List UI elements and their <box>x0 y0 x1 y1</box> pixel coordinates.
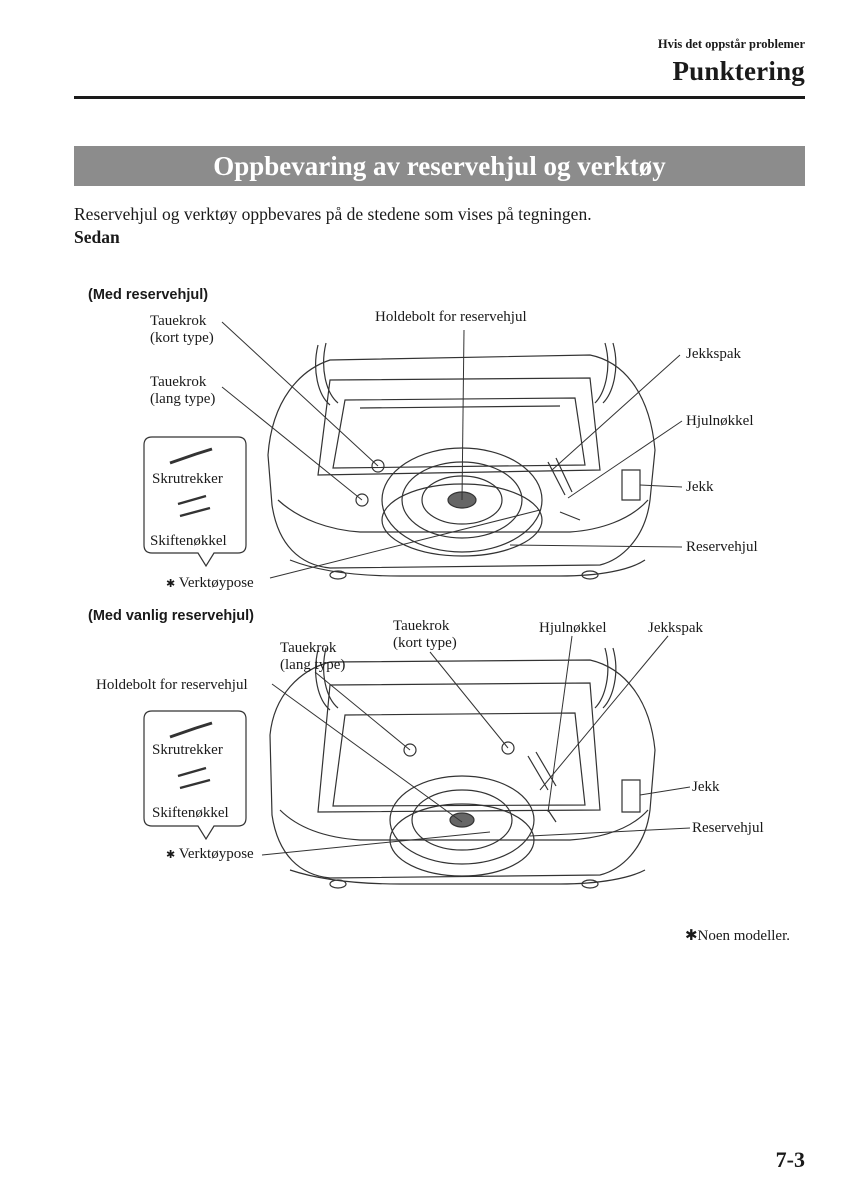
car-trunk-figure-2 <box>269 647 656 889</box>
chapter-title: Hvis det oppstår problemer <box>657 37 805 51</box>
tool-callout-figure-1 <box>143 436 247 568</box>
label-reservehjul-2: Reservehjul <box>692 820 764 836</box>
label-tauekrok-lang: Tauekrok (lang type) <box>150 374 216 407</box>
label-hjulnokkel-2: Hjulnøkkel <box>539 620 607 636</box>
footnote: ✱Noen modeller. <box>684 928 790 944</box>
label-holdebolt: Holdebolt for reservehjul <box>375 309 527 325</box>
header-rule <box>74 96 805 99</box>
leader-lines-figure-1 <box>221 321 683 579</box>
sedan-subheading: Sedan <box>74 227 120 247</box>
label-tauekrok-kort: Tauekrok (kort type) <box>150 313 214 346</box>
label-jekk-2: Jekk <box>692 779 720 795</box>
label-skrutrekker: Skrutrekker <box>152 471 223 487</box>
label-verktoypose-2: ✱ Verktøypose <box>166 846 254 862</box>
label-jekk: Jekk <box>686 479 714 495</box>
label-skiftenokkel: Skiftenøkkel <box>150 533 227 549</box>
page-number: 7-3 <box>775 1147 805 1172</box>
label-tauekrok-lang-2: Tauekrok (lang type) <box>280 640 346 673</box>
tool-callout-figure-2 <box>143 710 247 841</box>
label-skiftenokkel-2: Skiftenøkkel <box>152 805 229 821</box>
car-trunk-figure-1 <box>267 342 656 580</box>
label-reservehjul: Reservehjul <box>686 539 758 555</box>
label-holdebolt-2: Holdebolt for reservehjul <box>96 677 248 693</box>
label-jekkspak: Jekkspak <box>686 346 741 362</box>
section-title: Punktering <box>672 56 805 86</box>
label-tauekrok-kort-2: Tauekrok (kort type) <box>393 618 457 651</box>
leader-lines-figure-2 <box>261 635 691 856</box>
figure-1-heading: (Med reservehjul) <box>88 287 209 303</box>
label-hjulnokkel: Hjulnøkkel <box>686 413 754 429</box>
label-jekkspak-2: Jekkspak <box>648 620 703 636</box>
figure-2-heading: (Med vanlig reservehjul) <box>88 608 254 624</box>
intro-text: Reservehjul og verktøy oppbevares på de … <box>74 204 592 224</box>
topic-banner: Oppbevaring av reservehjul og verktøy <box>74 146 805 186</box>
label-skrutrekker-2: Skrutrekker <box>152 742 223 758</box>
label-verktoypose: ✱ Verktøypose <box>166 575 254 591</box>
